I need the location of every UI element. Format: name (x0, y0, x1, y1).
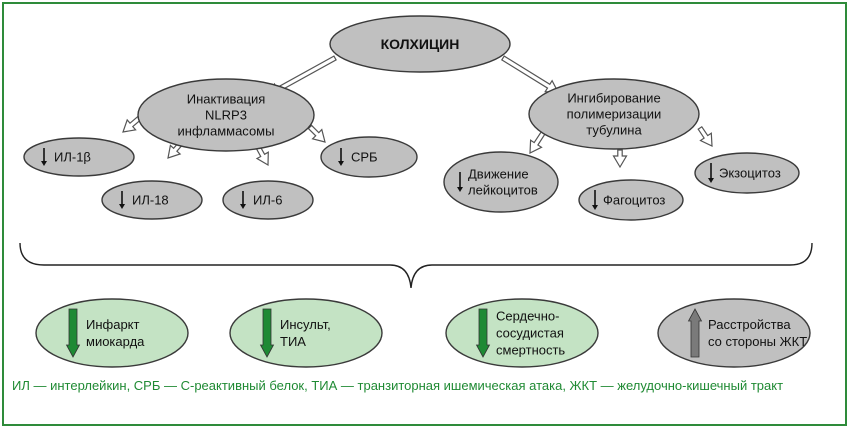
hollow-arrow-icon (697, 125, 713, 147)
node-label-line: ИЛ-6 (253, 193, 282, 208)
marker-ellipse (222, 180, 314, 220)
down-arrow-icon (338, 148, 344, 166)
figure-frame (2, 2, 847, 426)
node-label-line: СРБ (351, 150, 378, 165)
node-label-line: КОЛХИЦИН (381, 36, 460, 52)
down-arrow-icon (119, 191, 125, 209)
node-label-line: ТИА (280, 334, 306, 349)
outcome-node: Расстройства со стороны ЖКТ (657, 298, 811, 368)
node-label-line: тубулина (586, 123, 642, 138)
outcome-node: Сердечно-сосудистая смертность (445, 298, 599, 368)
outcome-node: Инфаркт миокарда (35, 298, 189, 368)
cell-effect-ellipse (578, 179, 684, 221)
node-label-line: NLRP3 (205, 108, 247, 123)
node-label-line: Инфаркт (86, 317, 140, 332)
up-arrow-icon (687, 308, 703, 358)
down-arrow-icon (592, 190, 598, 210)
node-label-line: смертность (496, 343, 565, 358)
outcome-ellipse (657, 298, 811, 368)
cell-effect-node: Фагоцитоз (578, 179, 684, 221)
node-label-line: Движение (468, 167, 529, 182)
marker-node: ИЛ-6 (222, 180, 314, 220)
node-label-line: Расстройства (708, 317, 791, 332)
marker-node: СРБ (320, 136, 418, 178)
hollow-arrow-icon (307, 124, 326, 143)
node-label-line: ИЛ-1β (54, 150, 91, 165)
root-node: КОЛХИЦИН (329, 15, 511, 73)
marker-ellipse (101, 180, 203, 220)
node-label-line: миокарда (86, 334, 145, 349)
node-label-line: со стороны ЖКТ (708, 334, 807, 349)
marker-node: ИЛ-18 (101, 180, 203, 220)
cell-effect-node: Экзоцитоз (694, 152, 800, 194)
node-label-line: Экзоцитоз (719, 166, 781, 181)
node-label-line: Фагоцитоз (603, 193, 665, 208)
down-arrow-icon (259, 308, 275, 358)
node-label-line: лейкоцитов (468, 183, 538, 198)
node-label-line: Ингибирование (567, 91, 660, 106)
marker-ellipse (320, 136, 418, 178)
marker-ellipse (23, 137, 135, 177)
outcome-node: Инсульт, ТИА (229, 298, 383, 368)
outcome-ellipse (35, 298, 189, 368)
branch-right-ellipse (528, 78, 700, 150)
hollow-arrow-icon (500, 55, 560, 93)
down-arrow-icon (708, 163, 714, 183)
node-label-line: инфламмасомы (178, 124, 275, 139)
down-arrow-icon (41, 148, 47, 166)
down-arrow-icon (65, 308, 81, 358)
node-label-line: Сердечно- (496, 309, 559, 324)
grouping-brace (19, 242, 813, 289)
down-arrow-icon (475, 308, 491, 358)
branch-left-ellipse (137, 78, 315, 152)
hollow-arrow-icon (612, 149, 628, 169)
node-label-line: Инактивация (187, 92, 266, 107)
node-label-line: Инсульт, (280, 317, 331, 332)
root-ellipse (329, 15, 511, 73)
node-label-line: полимеризации (567, 107, 662, 122)
cell-effect-ellipse (443, 151, 559, 213)
down-arrow-icon (240, 191, 246, 209)
abbreviation-legend: ИЛ — интерлейкин, СРБ — С-реактивный бел… (12, 378, 784, 393)
marker-node: ИЛ-1β (23, 137, 135, 177)
node-label-line: сосудистая (496, 326, 564, 341)
cell-effect-ellipse (694, 152, 800, 194)
outcome-ellipse (229, 298, 383, 368)
node-label-line: ИЛ-18 (132, 193, 169, 208)
down-arrow-icon (457, 172, 463, 192)
